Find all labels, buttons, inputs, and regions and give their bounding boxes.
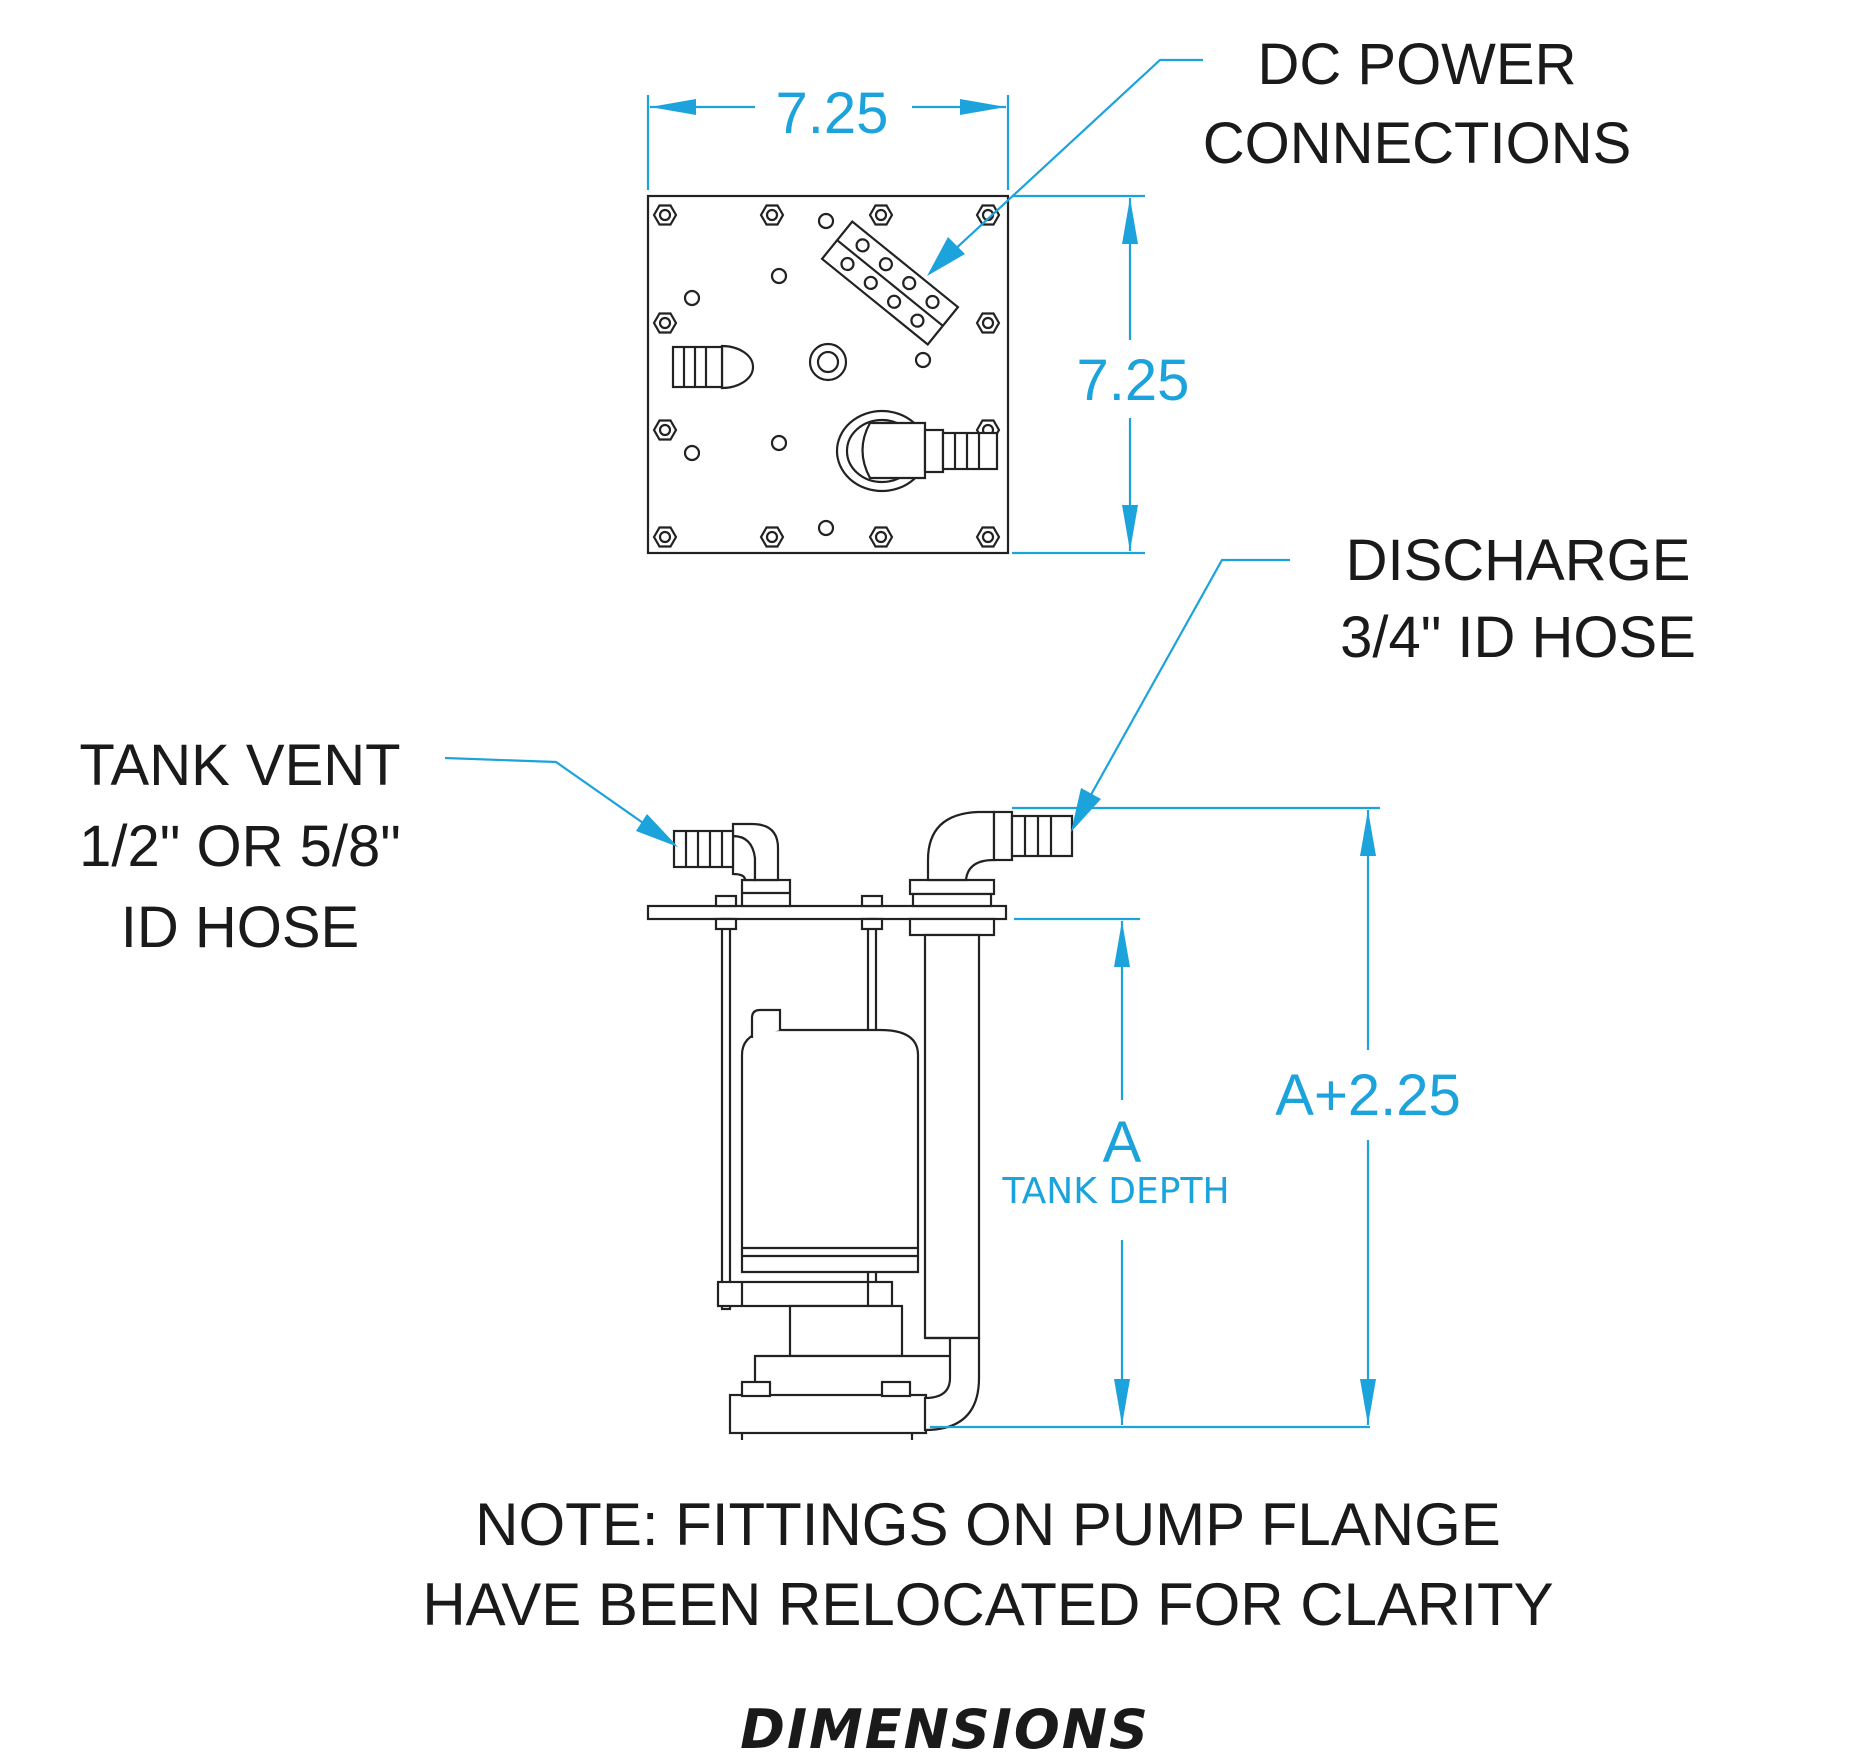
- drawing-title: DIMENSIONS: [740, 1698, 1150, 1761]
- overall-dimension-value: A+2.25: [1275, 1063, 1460, 1128]
- dc-power-label-line1: DC POWER: [1258, 32, 1577, 97]
- tank-vent-label-line2: 1/2" OR 5/8": [79, 814, 401, 879]
- note-line1: NOTE: FITTINGS ON PUMP FLANGE: [475, 1491, 1501, 1558]
- a-dimension-value: A: [1103, 1110, 1142, 1175]
- discharge-elbow-top: [835, 409, 999, 493]
- discharge-label-line2: 3/4" ID HOSE: [1340, 605, 1696, 670]
- tank-vent-label-line1: TANK VENT: [79, 733, 400, 798]
- dc-power-callout: DC POWER CONNECTIONS: [927, 32, 1631, 276]
- note: NOTE: FITTINGS ON PUMP FLANGE HAVE BEEN …: [422, 1491, 1553, 1638]
- terminal-block: [820, 220, 960, 346]
- discharge-fitting-side: [908, 810, 1074, 937]
- top-height-value: 7.25: [1077, 348, 1190, 413]
- overall-dimension: A+2.25: [1012, 806, 1461, 1425]
- top-view: 7.25 7.25: [646, 81, 1190, 555]
- vent-fitting-side: [672, 822, 792, 908]
- flange-plate-side: [646, 904, 1008, 921]
- tank-vent-callout: TANK VENT 1/2" OR 5/8" ID HOSE: [79, 733, 678, 960]
- discharge-tube: [923, 933, 981, 1432]
- note-line2: HAVE BEEN RELOCATED FOR CLARITY: [422, 1571, 1553, 1638]
- top-width-dimension: 7.25: [646, 81, 1010, 190]
- vent-barb-top: [671, 344, 755, 390]
- side-view: A TANK DEPTH A+2.25: [646, 806, 1461, 1440]
- discharge-label-line1: DISCHARGE: [1346, 528, 1691, 593]
- pump-motor: [716, 1008, 960, 1440]
- center-boss: [808, 342, 848, 382]
- small-holes: [683, 212, 932, 537]
- dc-power-label-line2: CONNECTIONS: [1203, 111, 1632, 176]
- a-dimension-caption: TANK DEPTH: [1001, 1171, 1229, 1212]
- top-width-value: 7.25: [776, 81, 889, 146]
- a-dimension: A TANK DEPTH: [930, 917, 1370, 1429]
- top-height-dimension: 7.25: [1012, 194, 1190, 555]
- discharge-callout: DISCHARGE 3/4" ID HOSE: [1071, 528, 1696, 832]
- tank-vent-label-line3: ID HOSE: [121, 895, 360, 960]
